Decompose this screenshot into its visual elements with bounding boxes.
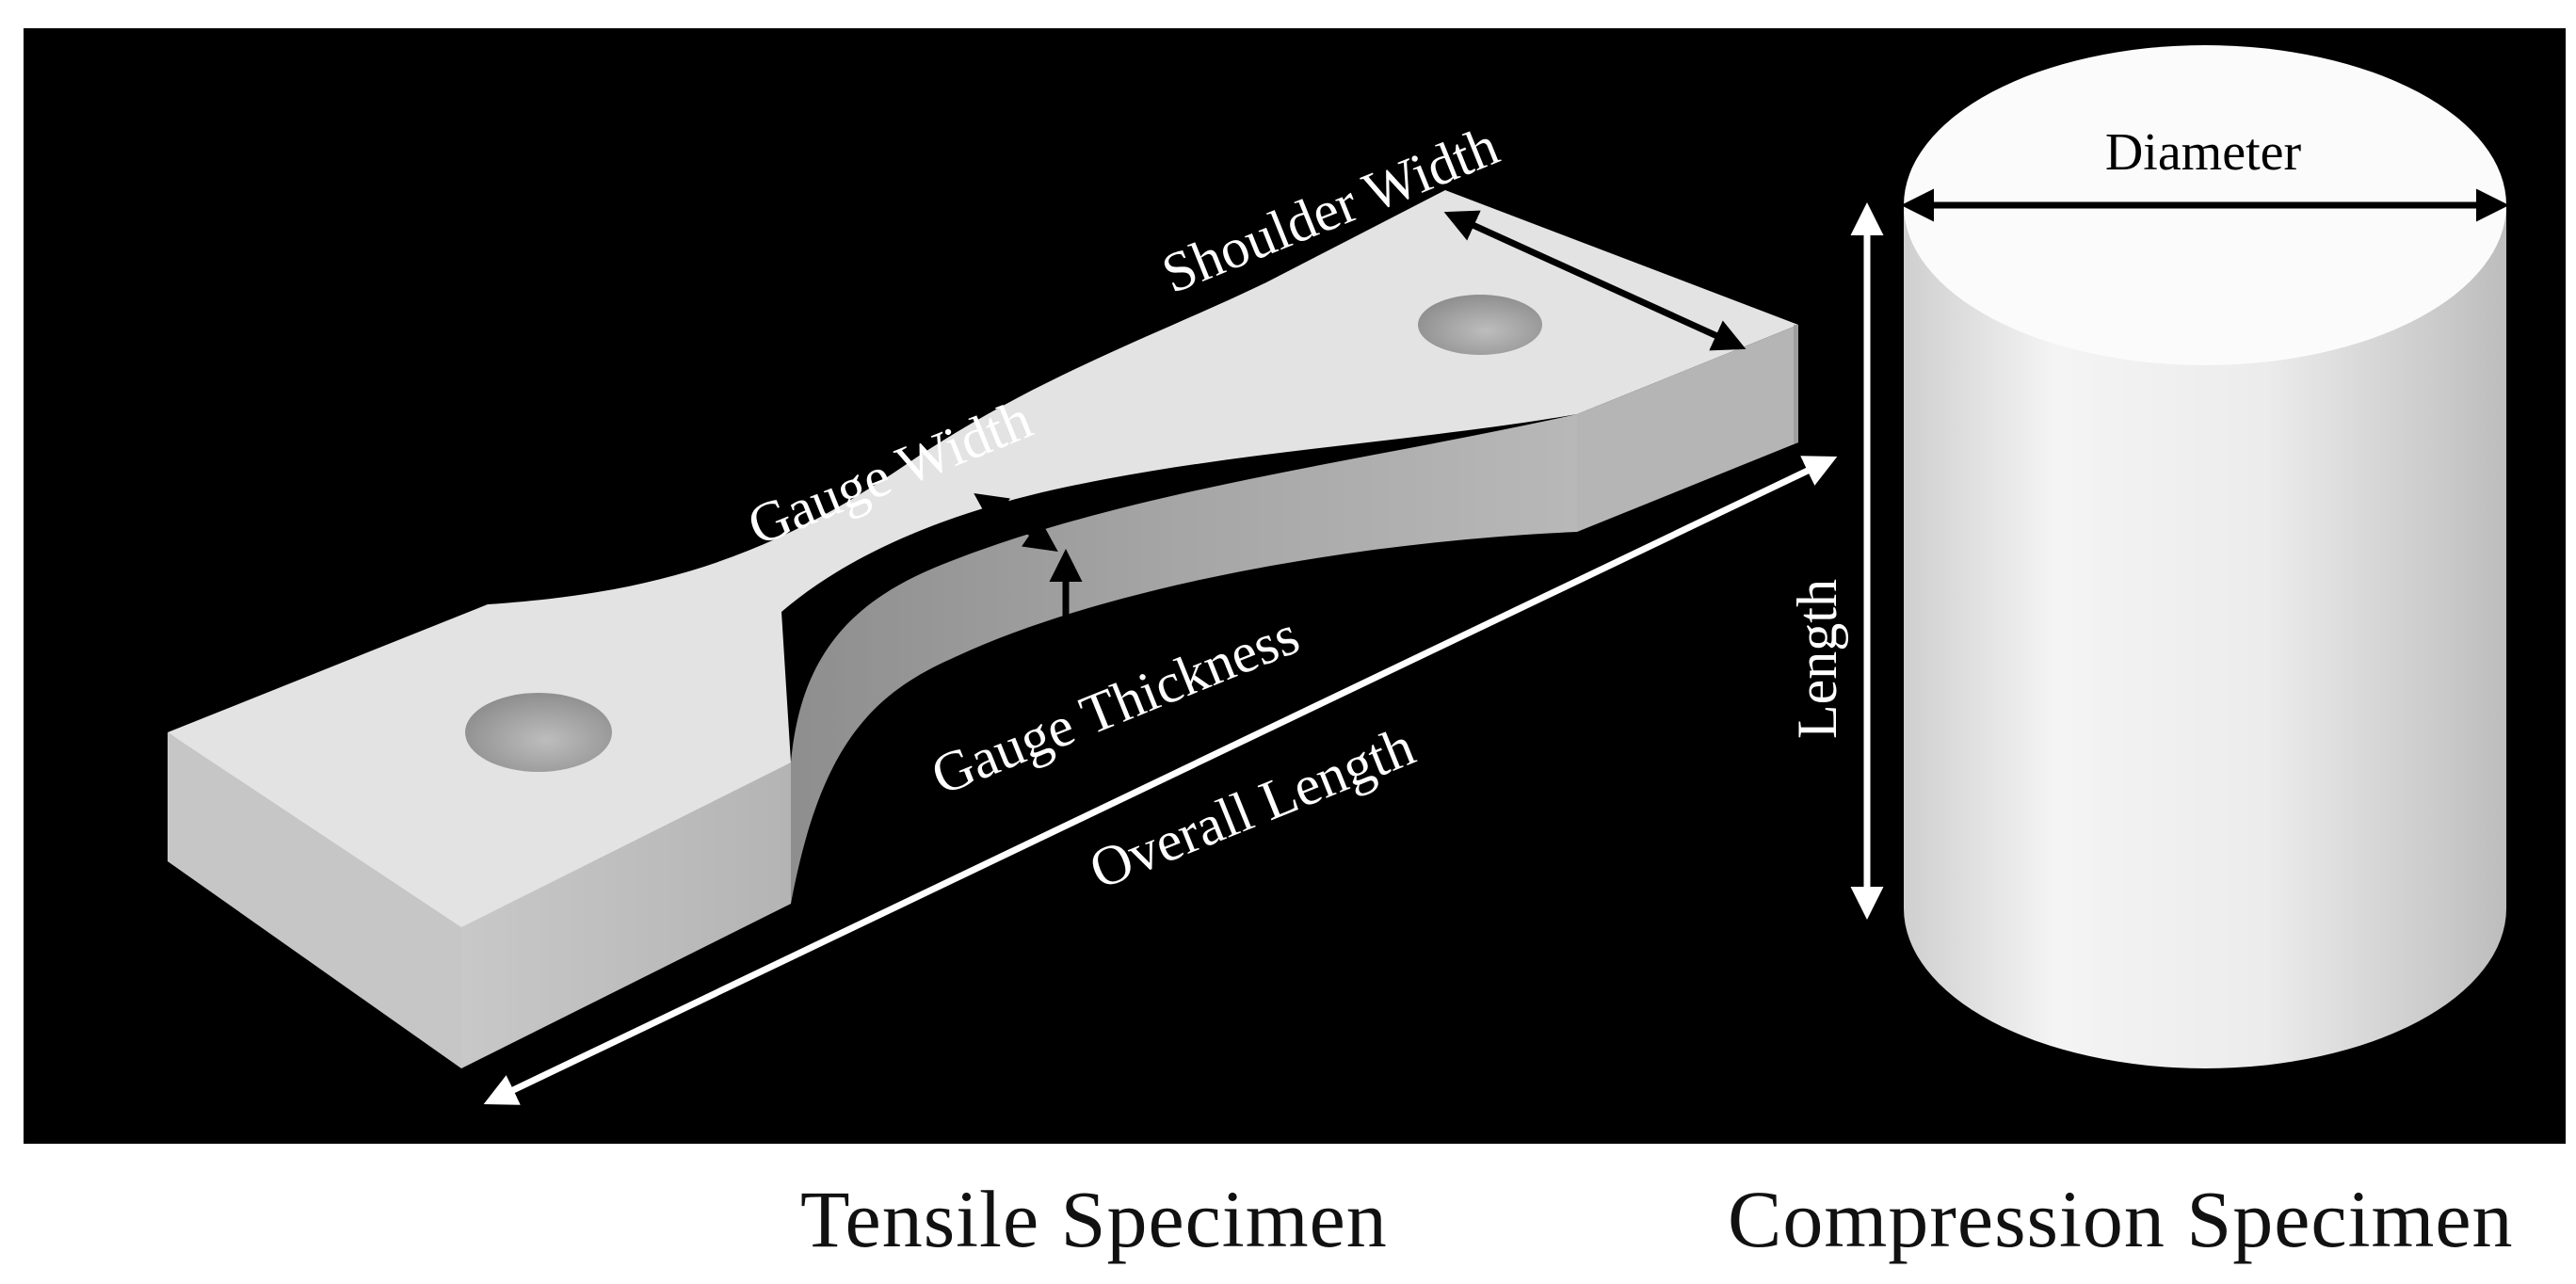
tensile-specimen-caption: Tensile Specimen — [800, 1174, 1388, 1264]
tensile-right-end-face — [1794, 325, 1798, 444]
compression-specimen — [1904, 45, 2506, 1068]
diameter-label: Diameter — [2105, 123, 2302, 182]
left-grip-hole — [465, 693, 612, 772]
compression-specimen-caption: Compression Specimen — [1728, 1174, 2514, 1264]
right-grip-hole — [1418, 295, 1542, 355]
overall-length-arrow — [483, 456, 1838, 1105]
length-label: Length — [1786, 579, 1848, 739]
shoulder-width-arrow — [1443, 210, 1747, 351]
tensile-left-end-face — [168, 732, 461, 1068]
cylinder-body — [1904, 205, 2506, 1068]
